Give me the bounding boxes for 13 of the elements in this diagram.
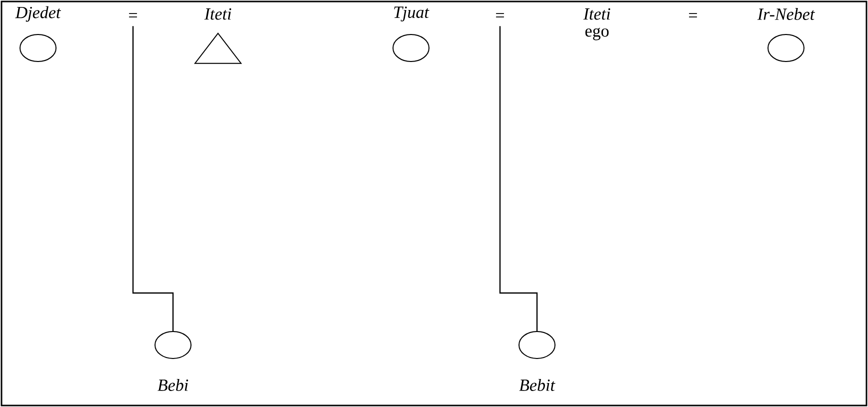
marriage-sign: = [496, 13, 504, 18]
name-label: Tjuat [394, 6, 430, 22]
marriage-sign: = [129, 13, 137, 18]
descent-line [132, 26, 174, 331]
name-label: Iteti [583, 8, 610, 20]
marriage-sign: = [689, 13, 697, 18]
name-label: Djedet [15, 6, 62, 22]
name-label: Iteti [204, 8, 232, 20]
name-label: Ir-Nebet [757, 8, 815, 20]
name-label: ego [585, 28, 609, 40]
descent-line [499, 26, 538, 331]
name-label: Bebit [519, 379, 556, 391]
name-label: Bebi [158, 379, 188, 391]
